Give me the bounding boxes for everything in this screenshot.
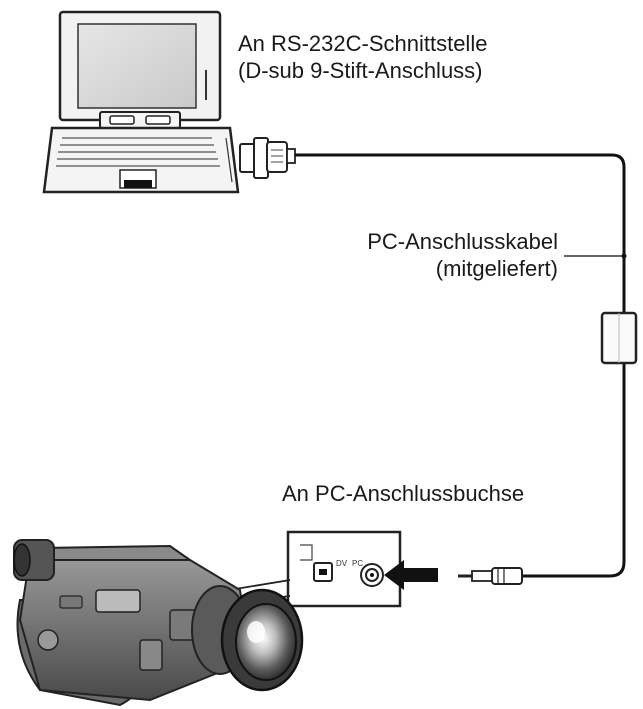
cable-label-line2: (mitgeliefert)	[435, 256, 558, 281]
camcorder-illustration	[13, 539, 304, 707]
rs232-label-line2: (D-sub 9-Stift-Anschluss)	[238, 58, 483, 83]
insert-arrow-icon	[384, 560, 438, 590]
jack-panel-inset: DV PC	[286, 530, 402, 608]
dv-jack-label: DV	[336, 559, 348, 568]
rs232-port-label: An RS-232C-Schnittstelle (D-sub 9-Stift-…	[238, 30, 487, 84]
pc-socket-label: An PC-Anschlussbuchse	[282, 481, 525, 506]
rs232-label-line1: An RS-232C-Schnittstelle	[238, 31, 488, 56]
cable-label-line1: PC-Anschlusskabel	[367, 229, 558, 254]
dsub-connector-icon	[239, 137, 296, 179]
pc-cable-label: PC-Anschlusskabel (mitgeliefert)	[367, 228, 558, 282]
laptop-illustration	[42, 10, 240, 194]
pc-connection-cable	[295, 153, 626, 578]
mini-plug-icon	[458, 567, 523, 585]
pc-jack-label: PC	[352, 559, 363, 568]
ferrite-core-icon	[600, 311, 638, 365]
